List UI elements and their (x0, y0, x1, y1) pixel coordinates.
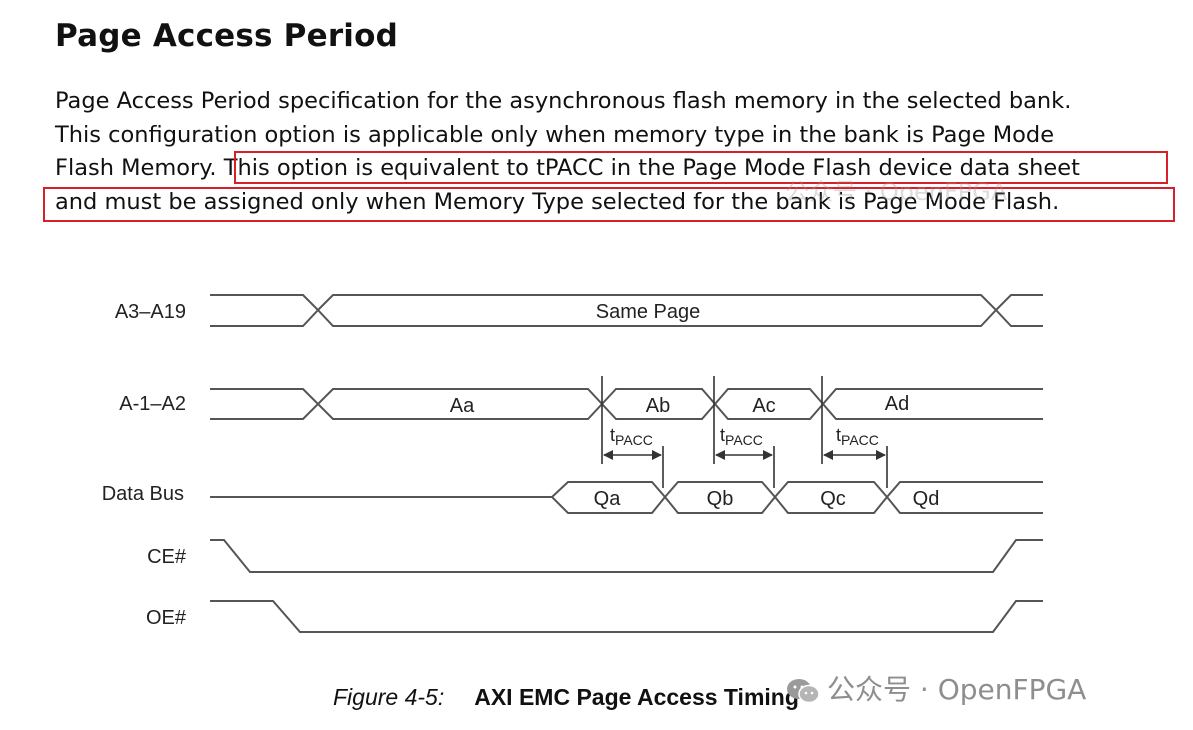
figure-caption: Figure 4-5: AXI EMC Page Access Timing (333, 684, 799, 711)
label-ac: Ac (752, 395, 775, 417)
paragraph-line-2: This configuration option is applicable … (55, 121, 1055, 148)
label-ab: Ab (646, 395, 670, 417)
highlight-box-1 (234, 151, 1168, 184)
watermark-faint: 公众号 · OpenFPGA (785, 172, 1007, 207)
waveform-address-high (210, 294, 1043, 327)
label-qb: Qb (707, 488, 734, 510)
watermark-text: 公众号 · OpenFPGA (827, 673, 1087, 706)
paragraph-line-3-start: Flash Memory. (55, 155, 217, 181)
paragraph-line-1: Page Access Period specification for the… (55, 88, 1072, 114)
signal-label-a3-a19: A3–A19 (115, 301, 186, 323)
paragraph-line-4: and must be assigned only when Memory Ty… (55, 188, 1060, 215)
watermark: 公众号 · OpenFPGA (785, 668, 1086, 708)
label-same-page: Same Page (596, 301, 701, 323)
wechat-icon (787, 679, 820, 704)
description-paragraph: Page Access Period specification for the… (55, 85, 1175, 219)
waveform-data-bus (210, 481, 1043, 514)
waveform-oe (210, 600, 1043, 633)
tpacc-marker-1 (601, 376, 664, 488)
section-heading: Page Access Period (55, 18, 399, 54)
watermark-faint-text: 公众号 · OpenFPGA (785, 178, 1008, 206)
highlight-box-2 (43, 187, 1175, 222)
tpacc-marker-2 (713, 376, 775, 488)
signal-label-ce: CE# (147, 546, 187, 568)
signal-label-oe: OE# (146, 607, 187, 629)
figure-number: Figure 4-5: (333, 684, 445, 710)
tpacc-label-3: tPACC (836, 425, 879, 448)
label-qd: Qd (913, 488, 940, 510)
waveform-ce (210, 539, 1043, 573)
signal-label-a1-a2: A-1–A2 (119, 393, 186, 415)
tpacc-label-2: tPACC (720, 425, 763, 448)
tpacc-label-1: tPACC (610, 425, 653, 448)
label-ad: Ad (885, 393, 909, 415)
paragraph-line-3-end: This option is equivalent to tPACC in th… (216, 155, 1080, 181)
tpacc-marker-3 (821, 376, 888, 488)
label-qc: Qc (820, 488, 846, 510)
label-qa: Qa (594, 488, 622, 510)
paragraph-line-3: Flash Memory. This option is equivalent … (55, 152, 1175, 186)
signal-label-data-bus: Data Bus (102, 483, 184, 505)
waveform-address-low (210, 388, 1043, 420)
label-aa: Aa (450, 395, 475, 417)
figure-title: AXI EMC Page Access Timing (474, 684, 799, 710)
